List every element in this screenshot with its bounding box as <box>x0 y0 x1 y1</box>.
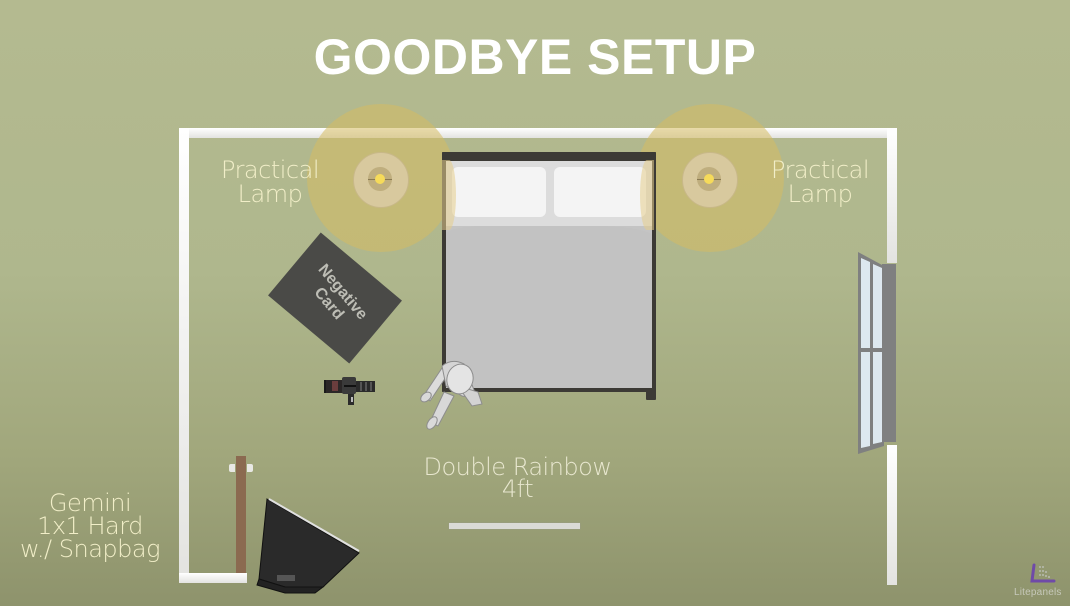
wall-right-lower <box>887 445 897 585</box>
negative-card: Negative Card <box>268 232 402 364</box>
bed-frame-right <box>652 152 656 392</box>
snapbag-softbox-icon <box>255 495 367 595</box>
bed-headboard <box>442 152 656 161</box>
double-rainbow-light-icon <box>449 523 580 529</box>
label-practical-lamp-right: Practical Lamp <box>771 156 869 208</box>
diagram-title: GOODBYE SETUP <box>313 29 757 85</box>
light-stand-icon <box>236 456 246 573</box>
wall-bottom-left <box>179 573 247 583</box>
bed-leg <box>646 388 656 400</box>
lamp-left-glow-overlay <box>442 160 456 230</box>
bed-frame-left <box>442 152 446 392</box>
practical-lamp-left <box>353 152 409 208</box>
bed-pillow-left <box>452 167 546 217</box>
bed-blanket <box>446 226 652 388</box>
bed-frame-bottom <box>442 388 656 392</box>
label-gemini: Gemini 1x1 Hard w./ Snapbag <box>20 489 161 563</box>
person-topdown-icon <box>412 350 492 430</box>
wall-left <box>179 128 189 583</box>
wall-right-upper <box>887 128 897 263</box>
bed-pillow-right <box>554 167 646 217</box>
label-double-rainbow: Double Rainbow 4ft <box>423 453 612 503</box>
window-frame <box>882 264 896 442</box>
label-practical-lamp-left: Practical Lamp <box>221 156 319 208</box>
camera-icon <box>324 377 376 407</box>
wall-top <box>179 128 897 138</box>
lamp-bulb <box>704 174 714 184</box>
litepanels-logo-icon <box>1030 563 1056 583</box>
practical-lamp-right <box>682 152 738 208</box>
light-stand-knob <box>229 464 253 472</box>
window-icon <box>856 250 898 455</box>
bed-icon <box>442 152 656 400</box>
lamp-bulb <box>375 174 385 184</box>
litepanels-logo: Litepanels <box>1012 563 1068 603</box>
lamp-right-glow-overlay <box>640 160 654 230</box>
litepanels-logo-text: Litepanels <box>1014 587 1062 598</box>
